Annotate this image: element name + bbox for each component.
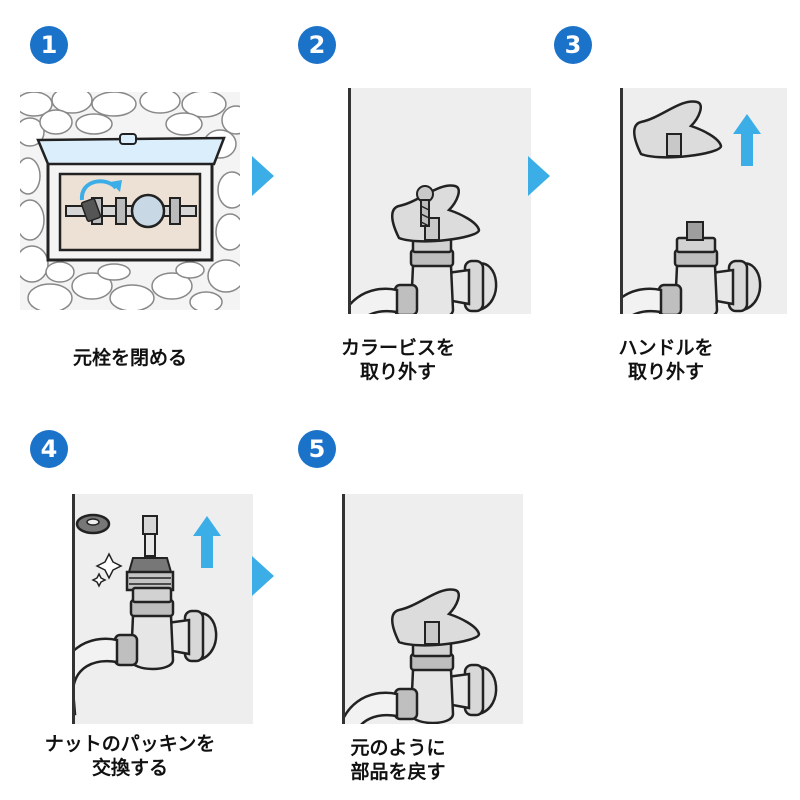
step-2-badge: 2 [298, 26, 336, 64]
step-1-caption: 元栓を閉める [72, 347, 187, 369]
rotate-arrow-icon [79, 179, 118, 201]
step-4-illustration [72, 494, 253, 724]
step-2-illustration [348, 88, 531, 314]
sparkle-icon [91, 552, 123, 588]
step-4-badge: 4 [30, 430, 68, 468]
step-3-caption: ハンドルを 取り外す [618, 337, 714, 383]
chevron-right-icon [528, 156, 550, 200]
step-5-caption: 元のように 部品を戻す [350, 737, 446, 783]
step-1-badge: 1 [30, 26, 68, 64]
chevron-right-icon [252, 556, 274, 600]
arrow-up-icon [733, 114, 761, 166]
chevron-right-icon [252, 156, 274, 200]
arrow-up-icon [193, 516, 221, 568]
step-3-badge: 3 [554, 26, 592, 64]
step-3-illustration [620, 88, 787, 314]
step-1-illustration [20, 92, 240, 310]
step-2-caption: カラービスを 取り外す [340, 337, 455, 383]
step-5-badge: 5 [298, 430, 336, 468]
step-4-caption: ナットのパッキンを 交換する [44, 733, 216, 779]
step-5-illustration [342, 494, 523, 724]
